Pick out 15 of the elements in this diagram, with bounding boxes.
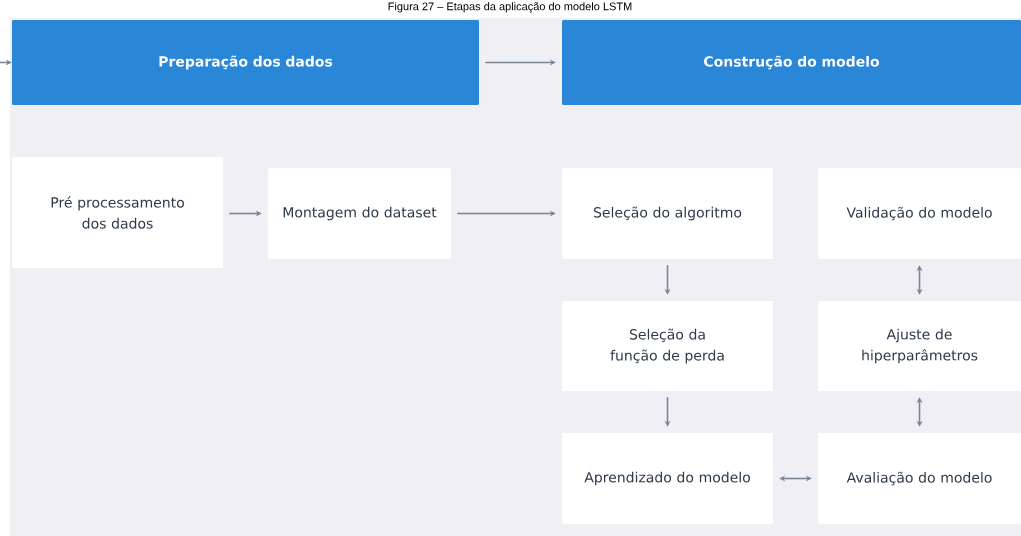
stage-box: Construção do modelo [562,20,1021,105]
step-box: Seleção do algoritmo [562,168,773,259]
figure-title: Figura 27 – Etapas da aplicação do modelo LSTM [388,2,632,13]
step-box: Pré processamento dos dados [12,157,223,268]
stage-box: Preparação dos dados [12,20,479,105]
arrow [779,475,812,482]
step-box: Montagem do dataset [268,168,451,259]
arrow [916,265,923,295]
step-box: Avaliação do modelo [818,433,1021,524]
step-box: Validação do modelo [818,168,1021,259]
step-box: Ajuste de hiperparâmetros [818,301,1021,391]
step-box: Seleção da função de perda [562,301,773,391]
arrow [916,397,923,427]
node-label: Pré processamento dos dados [51,196,184,229]
step-box: Aprendizado do modelo [562,433,773,524]
